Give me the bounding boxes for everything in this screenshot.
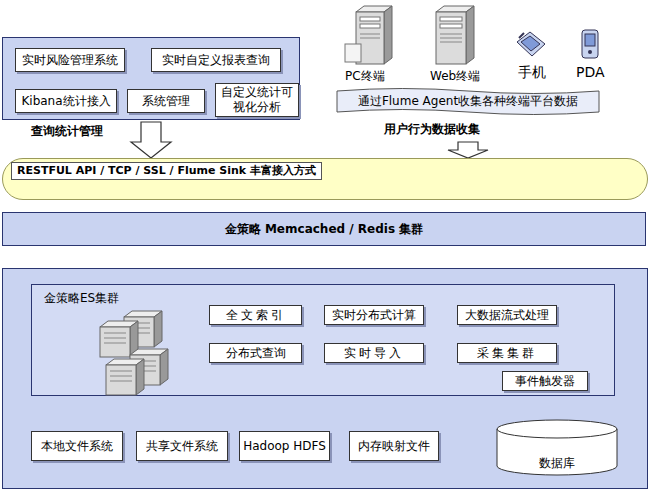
cache-cluster-bar: 金策略 Memcached / Redis 集群 (2, 212, 646, 246)
box-label: Kibana统计接入 (21, 94, 110, 109)
cylinder-rim (497, 429, 617, 438)
box-label: 分布式查询 (226, 346, 286, 361)
node-heading: 金策略 Memcached / Redis 集群 (225, 222, 424, 237)
feature-box: 实时导入 (324, 343, 424, 363)
box-label: 实时风险管理系统 (22, 53, 118, 68)
box-label: 实时导入 (344, 346, 404, 361)
query-panel: 实时风险管理系统 实时自定义报表查询 Kibana统计接入 系统管理 自定义统计可视化分… (2, 37, 300, 120)
storage-box: 内存映射文件 (349, 431, 439, 461)
box-label: 共享文件系统 (146, 439, 218, 454)
box-label: 本地文件系统 (41, 439, 113, 454)
box-label: 大数据流式处理 (465, 308, 549, 323)
server-cluster-icon (94, 309, 204, 399)
terminal-label: PDA (576, 64, 605, 80)
feature-box: 全文索引 (209, 305, 302, 325)
node-heading: 用户行为数据收集 (384, 122, 480, 137)
app-box: 实时自定义报表查询 (151, 48, 281, 72)
server-tower (100, 321, 138, 357)
terminal-label: 手机 (518, 64, 546, 82)
node-heading: 通过Flume Agent收集各种终端平台数据 (336, 88, 600, 114)
box-label: 内存映射文件 (358, 439, 430, 454)
box-label: 系统管理 (142, 94, 190, 109)
box-label: 实时自定义报表查询 (162, 53, 270, 68)
app-box: 自定义统计可视化分析 (215, 83, 299, 117)
storage-panel: 全文索引 实时分布式计算 大数据流式处理分布式查询 实时导入 采集集群事件触发器 金策略E… (2, 268, 648, 489)
terminal-label: Web终端 (430, 68, 480, 85)
storage-box: 共享文件系统 (136, 431, 228, 461)
terminal-label: PC终端 (345, 68, 385, 85)
box-label: Hadoop HDFS (243, 439, 326, 454)
storage-box: 本地文件系统 (31, 431, 123, 461)
database-cylinder: 数据库 (496, 419, 618, 477)
server-tower (106, 359, 144, 395)
feature-box: 大数据流式处理 (457, 305, 557, 325)
es-cluster-panel: 全文索引 实时分布式计算 大数据流式处理分布式查询 实时导入 采集集群事件触发器 金策略E… (31, 284, 615, 396)
box-label: 事件触发器 (515, 374, 575, 389)
app-box: Kibana统计接入 (15, 89, 117, 113)
app-box: 系统管理 (127, 89, 205, 113)
feature-box: 采集集群 (457, 343, 557, 363)
feature-box: 分布式查询 (209, 343, 302, 363)
banner-outline (337, 89, 599, 115)
mobile-phone-icon (517, 32, 545, 56)
collector-banner: 通过Flume Agent收集各种终端平台数据用户行为数据收集 (336, 88, 600, 140)
app-box: 实时风险管理系统 (15, 48, 125, 72)
trigger-box: 事件触发器 (502, 371, 588, 391)
box-label: 自定义统计可视化分析 (216, 85, 298, 115)
feature-box: 实时分布式计算 (324, 305, 424, 325)
node-heading: 金策略ES集群 (44, 291, 119, 306)
box-label: 实时分布式计算 (332, 308, 416, 323)
box-label: 采集集群 (477, 346, 537, 361)
pda-icon (582, 30, 598, 58)
access-band: RESTFUL API / TCP / SSL / Flume Sink 丰富接… (2, 158, 648, 200)
node-heading: 查询统计管理 (31, 124, 103, 139)
block-arrow (448, 142, 488, 158)
node-heading: 数据库 (496, 456, 618, 471)
node-heading: RESTFUL API / TCP / SSL / Flume Sink 丰富接… (11, 162, 322, 180)
storage-box: Hadoop HDFS (239, 431, 330, 461)
web-terminal-icon (436, 6, 474, 64)
block-arrow (131, 122, 171, 158)
cylinder-body (497, 420, 617, 475)
box-label: 全文索引 (226, 308, 286, 323)
pc-terminal-icon (345, 6, 392, 64)
